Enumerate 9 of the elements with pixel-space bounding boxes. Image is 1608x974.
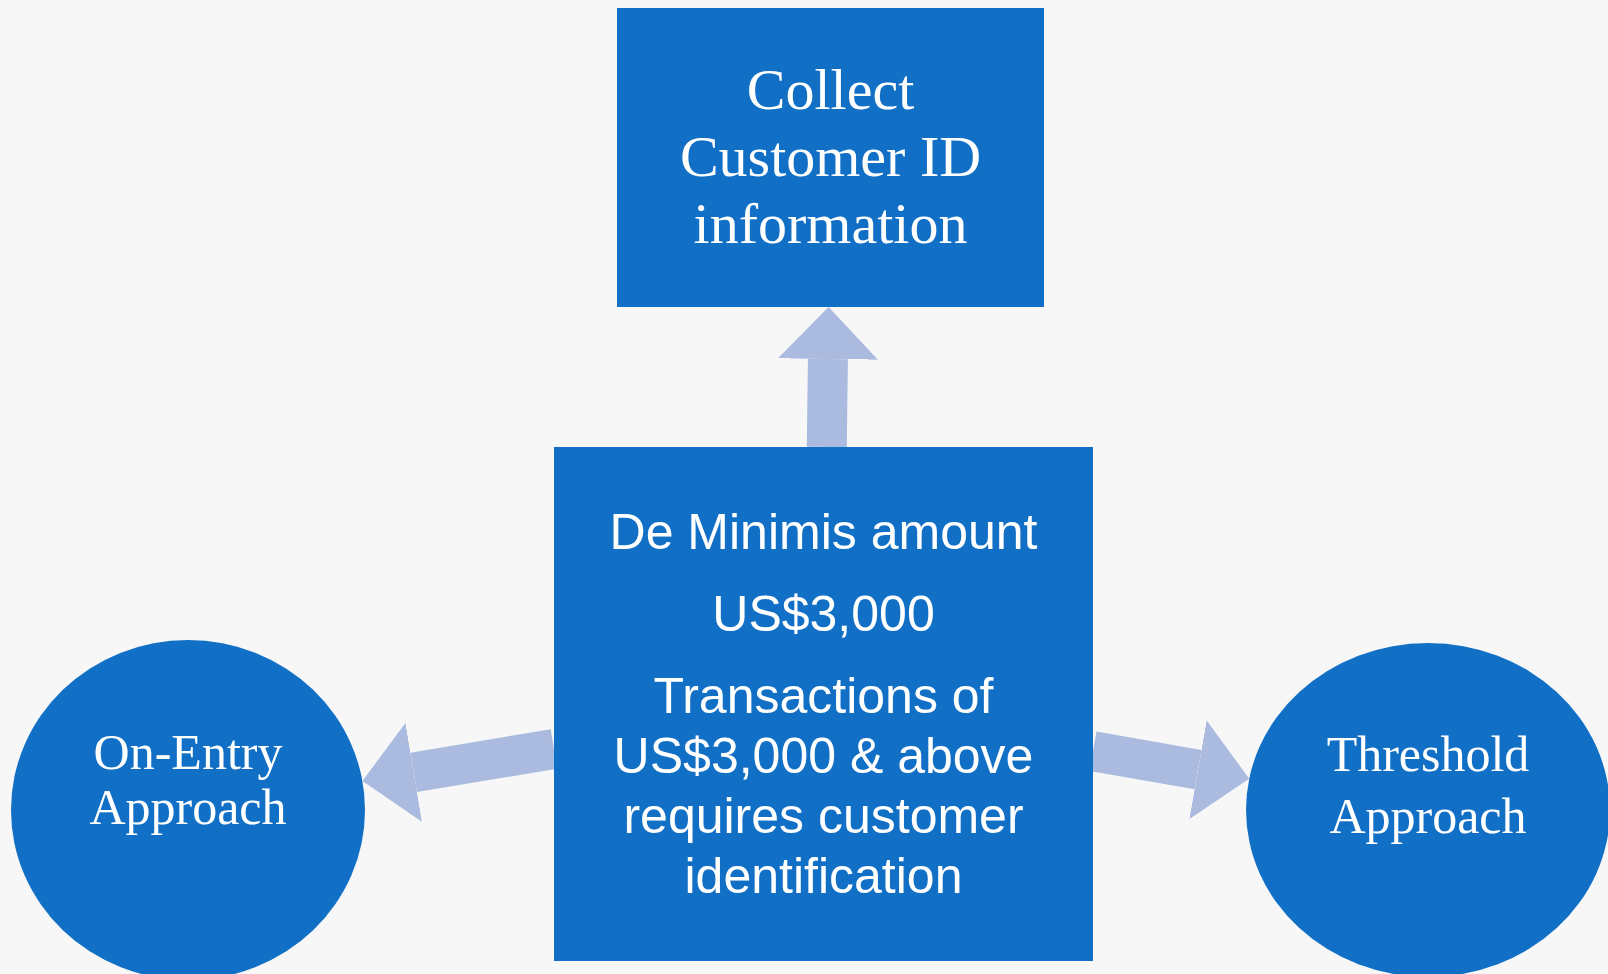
block-arrow (777, 307, 878, 448)
node-text: Collect Customer ID information (678, 57, 983, 258)
node-text: On-Entry Approach (88, 725, 288, 835)
node-text: Threshold Approach (1325, 724, 1531, 846)
process-box (617, 8, 1044, 307)
node-text: US$3,000 (712, 585, 935, 644)
node-text: Transactions of US$3,000 & above requires customer identification (612, 667, 1035, 906)
node-text: De Minimis amount (609, 503, 1038, 562)
process-box (554, 447, 1093, 961)
